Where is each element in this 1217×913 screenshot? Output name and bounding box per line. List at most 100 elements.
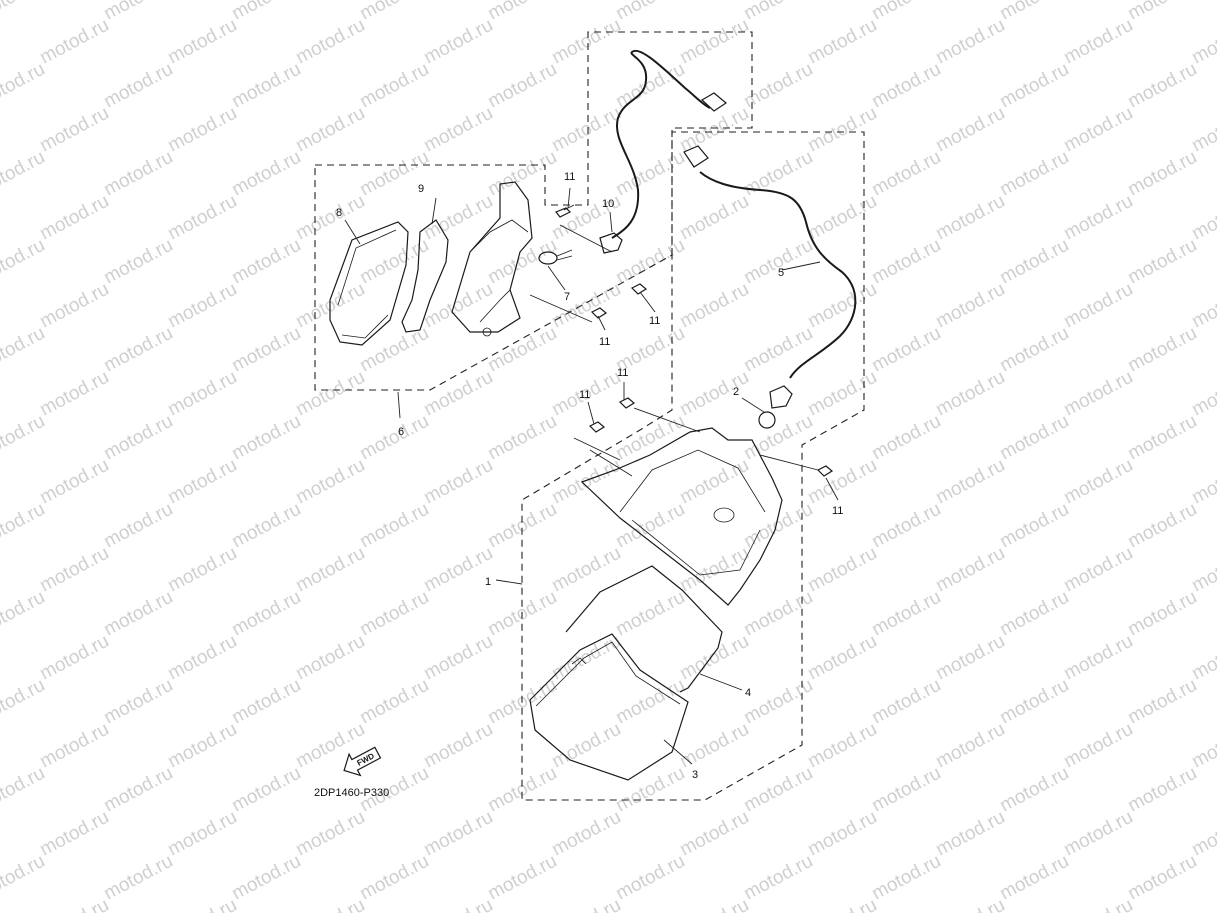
watermark-text: motod.ru [1188,279,1217,333]
watermark-text: motod.ru [804,807,880,861]
watermark-text: motod.ru [484,411,560,465]
watermark-text: motod.ru [292,807,368,861]
watermark-text: motod.ru [740,587,816,641]
watermark-text: motod.ru [932,895,1008,913]
callout-11: 11 [564,171,575,183]
watermark-text: motod.ru [420,15,496,69]
connector-top [700,92,728,112]
watermark-text: motod.ru [996,235,1072,289]
watermark-text: motod.ru [996,499,1072,553]
watermark-text: motod.ru [612,763,688,817]
watermark-text: motod.ru [676,631,752,685]
screw-11-e [588,421,606,433]
watermark-text: motod.ru [1060,367,1136,421]
watermark-text: motod.ru [740,323,816,377]
watermark-text: motod.ru [484,235,560,289]
watermark-text: motod.ru [740,0,816,24]
watermark-text: motod.ru [228,587,304,641]
watermark-text: motod.ru [1188,895,1217,913]
watermark-text: motod.ru [0,59,49,113]
watermark-text: motod.ru [1060,895,1136,913]
watermark-text: motod.ru [612,411,688,465]
watermark-text: motod.ru [996,59,1072,113]
watermark-text: motod.ru [548,895,624,913]
gasket-9 [401,219,449,333]
watermark-text: motod.ru [292,631,368,685]
watermark-text: motod.ru [100,59,176,113]
watermark-text: motod.ru [868,851,944,905]
watermark-text: motod.ru [228,59,304,113]
watermark-text: motod.ru [228,411,304,465]
watermark-text: motod.ru [1124,59,1200,113]
watermark-text: motod.ru [100,851,176,905]
watermark-text: motod.ru [804,543,880,597]
watermark-text: motod.ru [164,807,240,861]
watermark-text: motod.ru [676,807,752,861]
watermark-text: motod.ru [164,543,240,597]
leader-lines [344,187,839,765]
watermark-text: motod.ru [932,719,1008,773]
watermark-text: motod.ru [932,15,1008,69]
watermark-text: motod.ru [36,191,112,245]
watermark-text: motod.ru [932,367,1008,421]
watermark-text: motod.ru [932,191,1008,245]
watermark-text: motod.ru [548,455,624,509]
bulb-2 [758,411,776,429]
watermark-text: motod.ru [292,895,368,913]
callout-11: 11 [579,389,590,401]
watermark-text: motod.ru [996,763,1072,817]
watermark-text: motod.ru [100,0,176,24]
watermark-text: motod.ru [100,763,176,817]
callout-10: 10 [602,198,614,210]
watermark-text: motod.ru [100,235,176,289]
watermark-text: motod.ru [804,719,880,773]
watermark-text: motod.ru [996,0,1072,24]
watermark-text: motod.ru [0,675,49,729]
watermark-text: motod.ru [36,543,112,597]
socket-2 [769,385,793,409]
lens-8 [329,221,409,346]
watermark-text: motod.ru [228,675,304,729]
watermark-text: motod.ru [740,235,816,289]
watermark-text: motod.ru [0,0,49,24]
watermark-text: motod.ru [612,147,688,201]
watermark-text: motod.ru [868,235,944,289]
watermark-text: motod.ru [1188,191,1217,245]
watermark-text: motod.ru [996,675,1072,729]
watermark-text: motod.ru [356,851,432,905]
watermark-text: motod.ru [484,0,560,24]
watermark-text: motod.ru [356,411,432,465]
watermark-text: motod.ru [612,0,688,24]
screw-11-c [590,307,608,319]
watermark-text: motod.ru [804,191,880,245]
watermark-text: motod.ru [1124,235,1200,289]
watermark-text: motod.ru [36,895,112,913]
watermark-text: motod.ru [868,763,944,817]
screw-11-f [816,465,834,477]
watermark-text: motod.ru [676,191,752,245]
watermark-text: motod.ru [548,719,624,773]
lens-8-edge [337,229,397,306]
housing-lower-rim [619,449,766,513]
watermark-text: motod.ru [36,103,112,157]
watermark-text: motod.ru [868,499,944,553]
watermark-text: motod.ru [36,15,112,69]
lens-8-lip [341,314,389,339]
watermark-text: motod.ru [612,675,688,729]
watermark-text: motod.ru [868,675,944,729]
watermark-text: motod.ru [804,631,880,685]
group-boundary-6 [314,31,753,391]
watermark-text: motod.ru [932,455,1008,509]
watermark-text: motod.ru [1124,587,1200,641]
watermark-text: motod.ru [740,411,816,465]
watermark-text: motod.ru [612,587,688,641]
watermark-text: motod.ru [356,499,432,553]
watermark-text: motod.ru [868,147,944,201]
watermark-text: motod.ru [1188,807,1217,861]
watermark-text: motod.ru [292,367,368,421]
watermark-text: motod.ru [356,323,432,377]
callout-4: 4 [745,687,751,699]
watermark-text: motod.ru [1124,0,1200,24]
callout-6: 6 [398,426,404,438]
watermark-text: motod.ru [676,719,752,773]
